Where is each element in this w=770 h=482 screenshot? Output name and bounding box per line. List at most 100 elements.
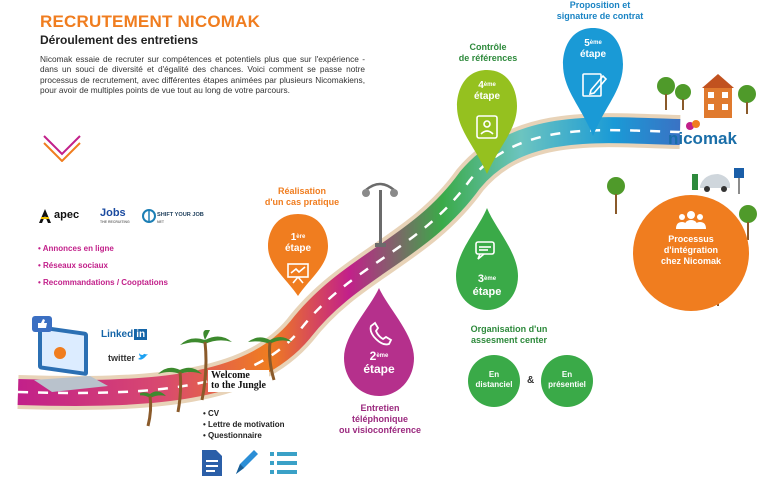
- step-1-drop: [268, 214, 328, 296]
- step-2-word: étape: [363, 362, 395, 376]
- nicomak-brand: nicomak: [668, 129, 737, 148]
- shift-logo-subtext: NET: [157, 220, 164, 224]
- and-separator: &: [527, 375, 535, 386]
- integration-line: Processus: [668, 234, 714, 244]
- step-4-label-line: Contrôle: [469, 42, 507, 52]
- checklist-icon: [270, 452, 297, 474]
- step-2-label-line: téléphonique: [352, 414, 408, 424]
- step-3-label: Organisation d'un assesment center: [454, 324, 564, 346]
- welcome-text: Welcome: [211, 370, 250, 381]
- street-lamp-icon: [362, 182, 398, 247]
- step-3-word: étape: [472, 286, 502, 298]
- distanciel-line: En: [488, 370, 500, 379]
- partner-logos: apec Jobs THE RECRUITING SHIFT YOUR JOB …: [38, 206, 228, 228]
- step-1-label: Réalisation d'un cas pratique: [262, 186, 342, 208]
- step-3-sup: ème: [484, 276, 497, 282]
- welcome-to-the-jungle-logo: Welcome to the Jungle: [208, 370, 269, 392]
- channels-list: • Annonces en ligne • Réseaux sociaux • …: [38, 240, 168, 291]
- step-2-num: 2: [369, 349, 377, 363]
- chat-bubbles-icon: [475, 241, 495, 260]
- step-4-sup: ème: [483, 82, 496, 88]
- nicomak-house-icon: [657, 74, 756, 130]
- step-1-number: 1ère étape: [266, 232, 330, 254]
- document-item: Lettre de motivation: [203, 419, 284, 430]
- parking-sign-icon: [734, 168, 744, 194]
- step-5-num: 5: [584, 38, 590, 49]
- step-3-number: 3ème étape: [452, 273, 522, 299]
- step-2-drop: [344, 288, 414, 396]
- jungle-text: to the Jungle: [211, 380, 266, 391]
- step-2-sup: ème: [376, 353, 389, 359]
- shift-logo-text: SHIFT YOUR JOB: [157, 212, 204, 218]
- heart-icons: [686, 120, 700, 130]
- step-4-num: 4: [478, 80, 484, 91]
- jobs-logo-text: Jobs: [100, 207, 126, 219]
- step-4-label: Contrôle de références: [448, 42, 528, 64]
- step-5-label-line: Proposition et: [569, 0, 631, 10]
- presentiel-circle: En présentiel: [541, 355, 593, 407]
- integration-circle: Processus d'intégration chez Nicomak: [633, 195, 749, 311]
- step-2-label-line: Entretien: [360, 403, 400, 413]
- chevron-down-icon: [43, 135, 81, 162]
- page-title: RECRUTEMENT NICOMAK: [40, 12, 261, 31]
- distanciel-line: distanciel: [475, 380, 513, 389]
- step-3-drop: [456, 208, 518, 310]
- pencil-icon: [236, 450, 258, 474]
- step-4-label-line: de références: [458, 53, 518, 63]
- step-1-num: 1: [290, 232, 297, 243]
- step-1-label-line: d'un cas pratique: [264, 197, 340, 207]
- like-thumb-icon: [32, 316, 52, 332]
- step-1-label-line: Réalisation: [277, 186, 326, 196]
- linkedin-in-badge: in: [134, 329, 148, 340]
- channel-item: • Réseaux sociaux: [38, 261, 108, 270]
- step-5-word: étape: [579, 49, 607, 60]
- integration-line: chez Nicomak: [660, 256, 722, 266]
- step-2-number: 2ème étape: [340, 350, 418, 376]
- twitter-bird-icon: [137, 353, 148, 360]
- laptop-icon: [34, 325, 108, 392]
- integration-line: d'intégration: [663, 245, 719, 255]
- step-4-drop: [457, 70, 517, 174]
- shift-logo-icon: [142, 209, 156, 223]
- jobs-logo-subtext: THE RECRUITING: [100, 220, 130, 224]
- step-5-number: 5ème étape: [561, 38, 625, 60]
- road-dashes: [17, 128, 681, 395]
- page-subtitle: Déroulement des entretiens: [40, 33, 199, 47]
- pen-sign-icon: [582, 73, 608, 97]
- step-3-label-line: Organisation d'un: [470, 324, 548, 334]
- step-5-label: Proposition et signature de contrat: [545, 0, 655, 22]
- presentation-board-icon: [287, 263, 309, 284]
- step-3-num: 3: [477, 273, 485, 285]
- step-3-label-line: assesment center: [470, 335, 548, 345]
- twitter-text: twitter: [108, 353, 135, 363]
- document-icons: [202, 450, 297, 476]
- channel-item: • Recommandations / Cooptations: [38, 278, 168, 287]
- distanciel-circle: En distanciel: [468, 355, 520, 407]
- step-1-word: étape: [284, 243, 312, 254]
- team-icon: [676, 211, 706, 229]
- step-2-label: Entretien téléphonique ou visioconférenc…: [330, 403, 430, 436]
- document-item: Questionnaire: [203, 430, 284, 441]
- palm-trees-icon: [140, 330, 292, 427]
- electric-car-icon: [692, 174, 730, 192]
- presentiel-line: présentiel: [548, 380, 586, 389]
- document-item: CV: [203, 408, 284, 419]
- step-1-sup: ère: [296, 234, 306, 240]
- step-5-sup: ème: [589, 40, 602, 46]
- apec-logo-icon: [39, 209, 51, 223]
- channel-item: • Annonces en ligne: [38, 244, 114, 253]
- apec-logo-text: apec: [54, 209, 80, 221]
- twitter-logo: twitter: [108, 353, 148, 363]
- presentiel-line: En: [561, 370, 573, 379]
- step-2-label-line: ou visioconférence: [338, 425, 422, 435]
- documents-list: CV Lettre de motivation Questionnaire: [203, 408, 284, 441]
- document-icon: [202, 450, 222, 476]
- tree-icon: [607, 177, 625, 214]
- step-5-drop: [563, 28, 623, 136]
- intro-paragraph: Nicomak essaie de recruter sur compétenc…: [40, 54, 365, 96]
- step-5-label-line: signature de contrat: [556, 11, 644, 21]
- id-card-icon: [476, 115, 498, 139]
- step-4-number: 4ème étape: [455, 80, 519, 102]
